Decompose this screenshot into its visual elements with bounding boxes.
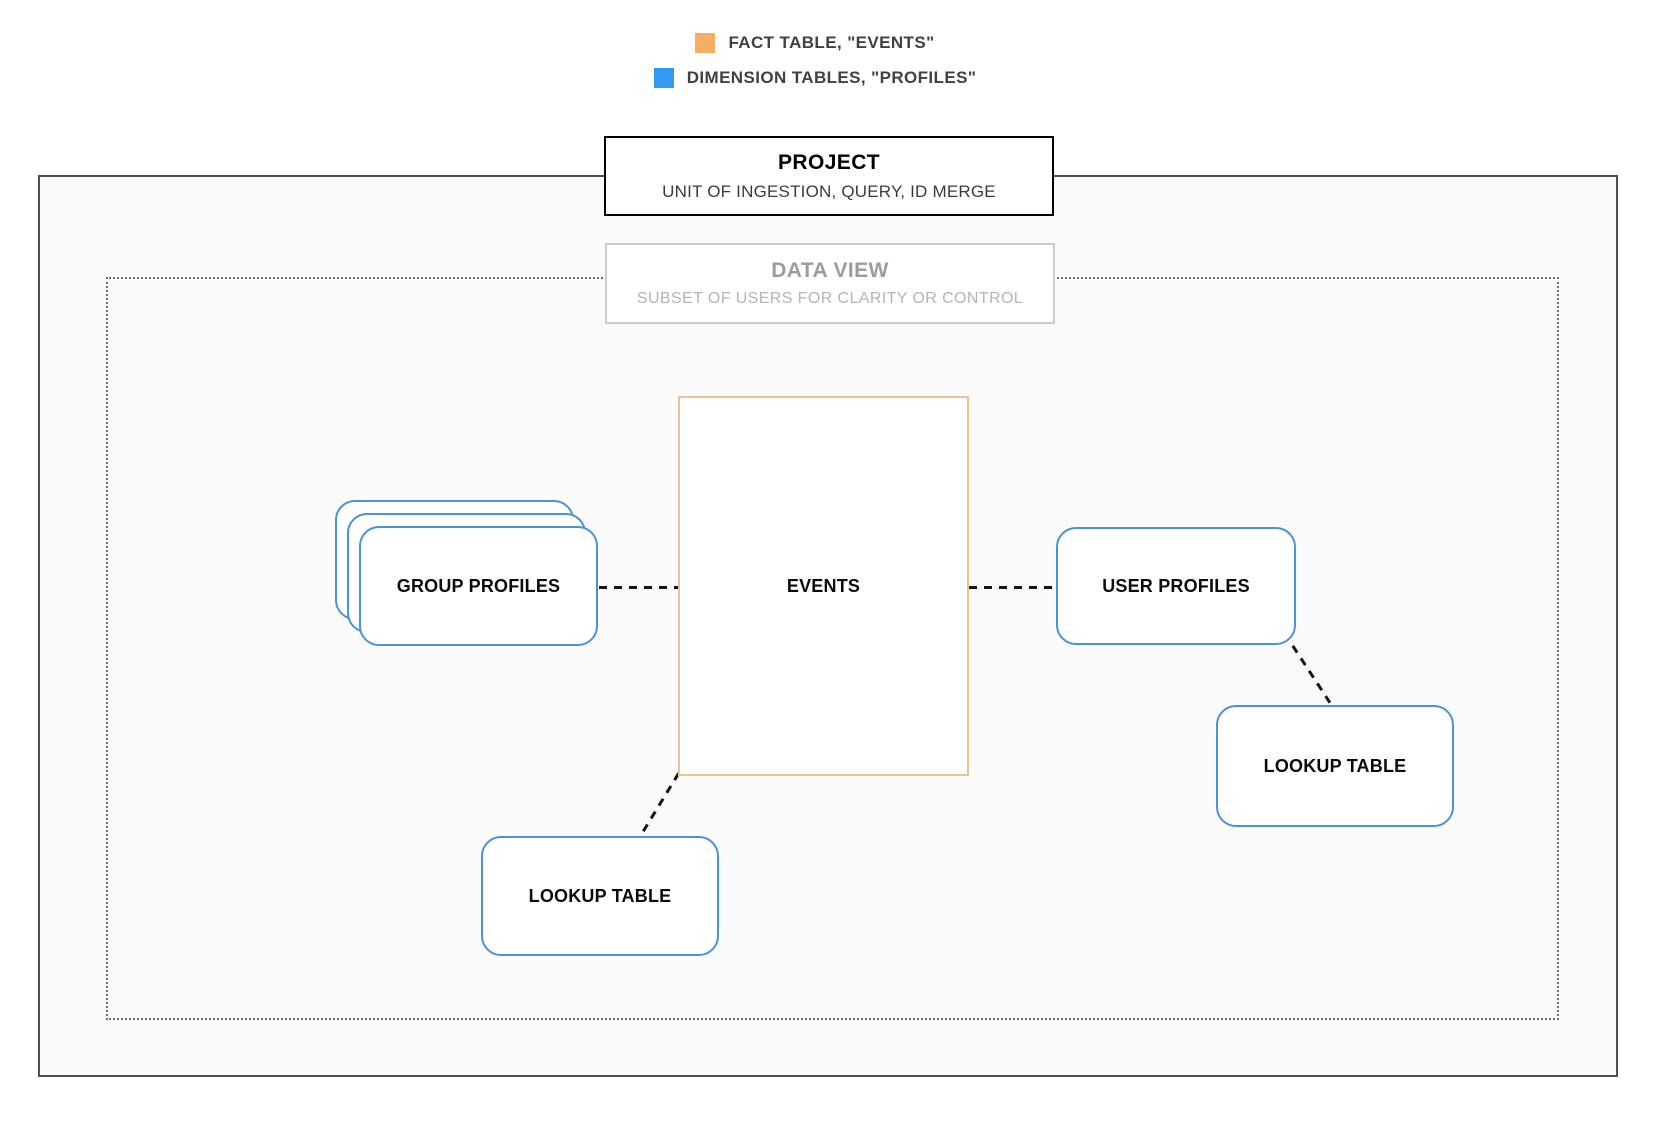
project-subtitle: UNIT OF INGESTION, QUERY, ID MERGE [662, 181, 996, 201]
project-caption-box: PROJECT UNIT OF INGESTION, QUERY, ID MER… [604, 136, 1054, 216]
data-view-subtitle: SUBSET OF USERS FOR CLARITY OR CONTROL [636, 290, 1024, 307]
legend-item-dimension-tables: DIMENSION TABLES, "PROFILES" [653, 68, 977, 88]
events-node: EVENTS [678, 396, 969, 776]
data-view-title: DATA VIEW [771, 259, 889, 282]
data-view-caption-box: DATA VIEW SUBSET OF USERS FOR CLARITY OR… [605, 243, 1055, 324]
lookup-table-right-label: LOOKUP TABLE [1263, 755, 1407, 776]
legend-label-fact-table: FACT TABLE, "EVENTS" [728, 33, 935, 52]
legend: FACT TABLE, "EVENTS" DIMENSION TABLES, "… [0, 33, 1630, 88]
lookup-table-bottom-node: LOOKUP TABLE [481, 836, 719, 956]
events-label: EVENTS [786, 575, 861, 596]
lookup-table-bottom-label: LOOKUP TABLE [528, 885, 672, 906]
user-profiles-node: USER PROFILES [1056, 527, 1296, 645]
dimension-tables-swatch-icon [653, 68, 674, 88]
legend-label-dimension-tables: DIMENSION TABLES, "PROFILES" [686, 68, 977, 87]
legend-item-fact-table: FACT TABLE, "EVENTS" [695, 33, 934, 53]
project-title: PROJECT [778, 150, 880, 174]
fact-table-swatch-icon [695, 33, 716, 53]
user-profiles-label: USER PROFILES [1102, 575, 1250, 596]
group-profiles-node: GROUP PROFILES [359, 526, 598, 646]
group-profiles-label: GROUP PROFILES [396, 575, 561, 596]
connector-events-user-profiles [969, 586, 1056, 589]
connector-group-profiles-events [599, 586, 678, 589]
lookup-table-right-node: LOOKUP TABLE [1216, 705, 1454, 827]
